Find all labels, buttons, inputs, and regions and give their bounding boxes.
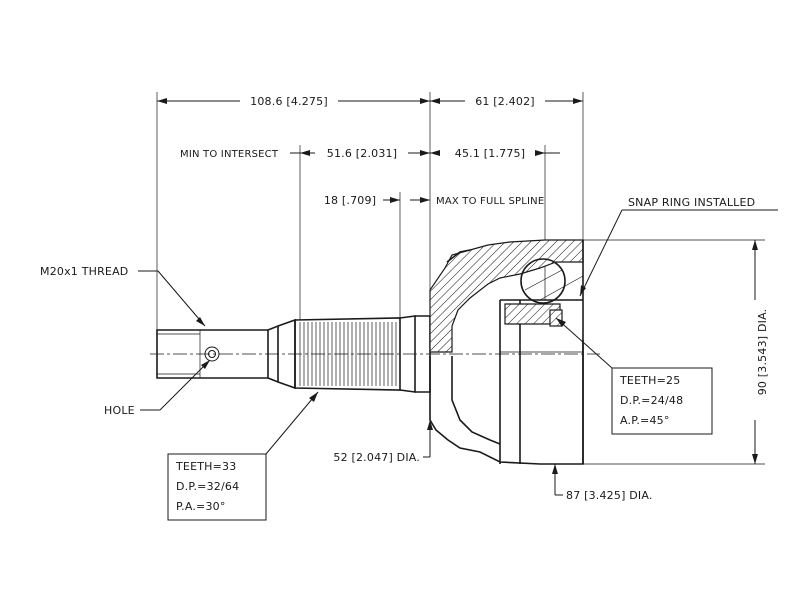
- thread-callout: M20x1 THREAD: [40, 265, 206, 327]
- overall-length-label: 108.6 [4.275]: [250, 95, 328, 108]
- inner-spline-teeth: TEETH=25: [619, 374, 680, 387]
- dimension-overall-length: 108.6 [4.275]: [156, 92, 431, 435]
- ball-bearing: [520, 258, 584, 304]
- dimension-shoulder-dia: 52 [2.047] DIA.: [333, 420, 433, 464]
- outer-spline-dp: D.P.=32/64: [176, 480, 239, 493]
- shoulder-dia-label: 52 [2.047] DIA.: [333, 451, 420, 464]
- outer-spline-callout: TEETH=33 D.P.=32/64 P.A.=30°: [167, 391, 319, 521]
- dimension-housing-length: 61 [2.402]: [430, 92, 584, 245]
- snap-ring-label: SNAP RING INSTALLED: [628, 196, 755, 209]
- dimension-bell-dia: 87 [3.425] DIA.: [552, 464, 653, 502]
- dimension-outer-dia: 90 [3.543] DIA.: [583, 239, 769, 465]
- min-to-intersect-label: MIN TO INTERSECT: [180, 149, 279, 160]
- inner-spline-callout: TEETH=25 D.P.=24/48 A.P.=45°: [555, 317, 713, 435]
- hole-label: HOLE: [104, 404, 135, 417]
- housing-length-label: 61 [2.402]: [475, 95, 535, 108]
- inner-offset-label: 45.1 [1.775]: [455, 147, 525, 160]
- snap-ring-callout: SNAP RING INSTALLED: [579, 196, 778, 297]
- min-to-intersect-value: 51.6 [2.031]: [327, 147, 397, 160]
- dimension-spline-offset: 18 [.709] MAX TO FULL SPLINE: [324, 192, 544, 318]
- inner-spline-dp: D.P.=24/48: [620, 394, 683, 407]
- outer-spline-teeth: TEETH=33: [175, 460, 236, 473]
- outer-spline-pa: P.A.=30°: [176, 500, 226, 513]
- inner-spline-ap: A.P.=45°: [620, 414, 670, 427]
- max-to-full-spline-label: MAX TO FULL SPLINE: [436, 196, 544, 207]
- dimension-min-to-intersect: MIN TO INTERSECT 51.6 [2.031]: [180, 145, 430, 320]
- hole-callout: HOLE: [104, 359, 211, 417]
- dimension-inner-offset: 45.1 [1.775]: [430, 145, 560, 300]
- thread-label: M20x1 THREAD: [40, 265, 128, 278]
- bell-dia-label: 87 [3.425] DIA.: [566, 489, 653, 502]
- outer-housing: [429, 239, 584, 465]
- outer-dia-label: 90 [3.543] DIA.: [756, 309, 769, 396]
- spline-offset-label: 18 [.709]: [324, 194, 376, 207]
